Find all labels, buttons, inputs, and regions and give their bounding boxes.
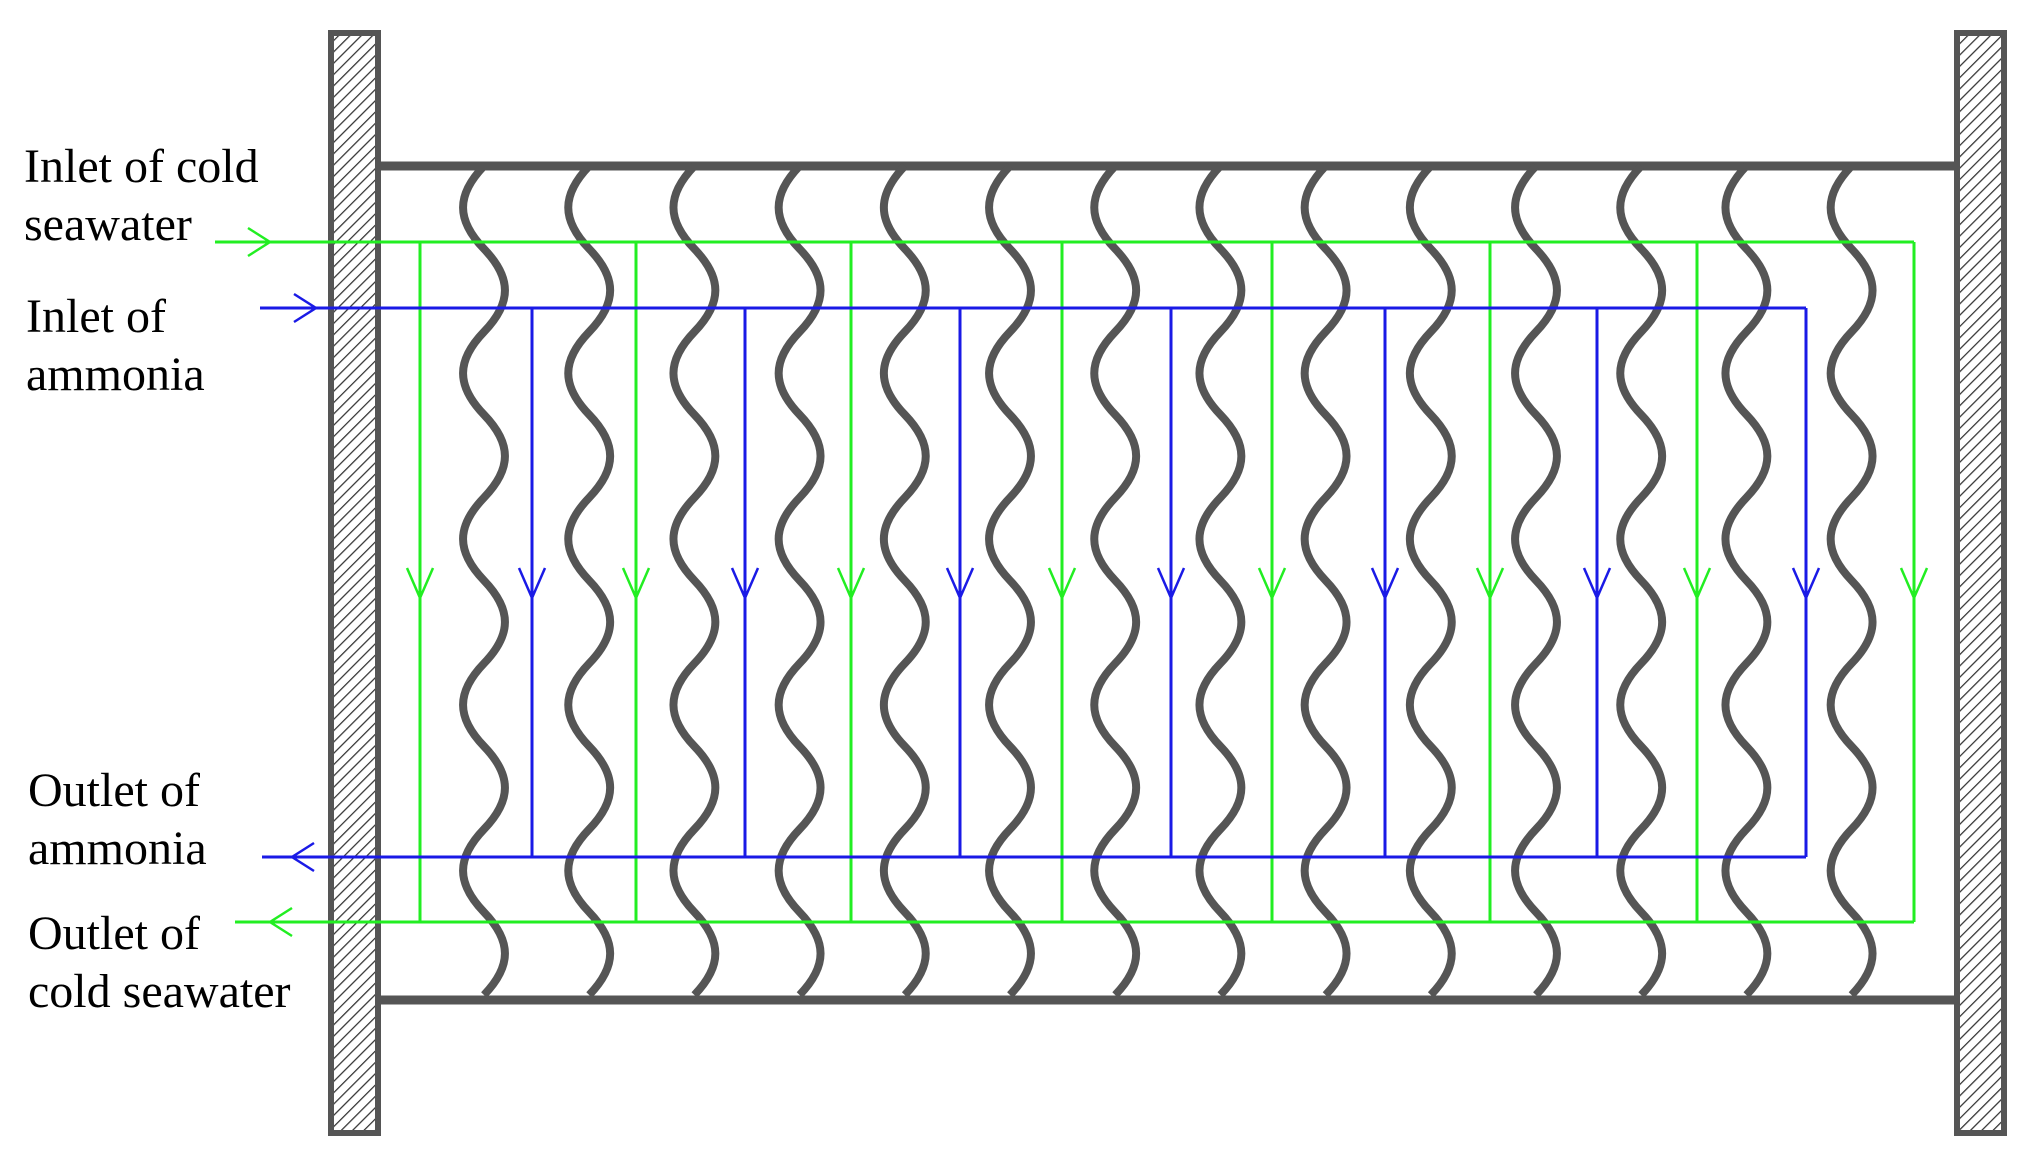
seawater-outlet-arrow: [267, 906, 293, 938]
inlet-seawater-label-line2: seawater: [24, 198, 192, 251]
ammonia-flow-arrow: [1791, 567, 1821, 602]
corrugated-plate: [459, 163, 509, 998]
outlet-seawater-label-line2: cold seawater: [28, 965, 291, 1018]
outlet-ammonia-label: Outlet of ammonia: [28, 762, 207, 878]
corrugated-plate: [774, 163, 825, 998]
ammonia-flow-arrow: [1156, 567, 1186, 602]
ammonia-flow-arrow: [1370, 567, 1400, 602]
seawater-inlet-arrow: [247, 226, 273, 258]
left-frame-plate: [328, 30, 381, 1136]
seawater-flow-arrow: [1257, 567, 1287, 602]
inlet-seawater-label: Inlet of cold seawater: [24, 138, 259, 254]
inlet-ammonia-label: Inlet of ammonia: [26, 288, 205, 404]
corrugated-plate: [1616, 163, 1666, 998]
ammonia-inlet-arrow: [293, 292, 319, 324]
ammonia-flow-arrow: [730, 567, 760, 602]
corrugated-plate: [1511, 163, 1561, 998]
ammonia-flow-paths: [260, 292, 1821, 873]
seawater-flow-arrow: [405, 567, 435, 602]
seawater-flow-arrow: [1682, 567, 1712, 602]
ammonia-flow-arrow: [517, 567, 547, 602]
corrugated-plate: [1406, 163, 1456, 998]
corrugated-plate: [1090, 163, 1140, 998]
outlet-ammonia-label-line1: Outlet of: [28, 764, 200, 817]
corrugated-plate: [880, 163, 930, 998]
corrugated-plate: [1300, 163, 1351, 998]
corrugated-plate: [985, 163, 1035, 998]
inlet-seawater-label-line1: Inlet of cold: [24, 140, 259, 193]
seawater-flow-arrow: [836, 567, 866, 602]
right-frame-plate: [1954, 30, 2007, 1136]
inlet-ammonia-label-line2: ammonia: [26, 348, 205, 401]
seawater-flow-arrow: [1899, 567, 1929, 602]
outlet-seawater-label-line1: Outlet of: [28, 907, 200, 960]
seawater-flow-arrow: [1047, 567, 1077, 602]
corrugated-plate: [1826, 163, 1877, 998]
seawater-flow-paths: [215, 226, 1929, 938]
seawater-flow-arrow: [621, 567, 651, 602]
seawater-flow-arrow: [1475, 567, 1505, 602]
corrugated-plates: [459, 163, 1877, 998]
outlet-ammonia-label-line2: ammonia: [28, 822, 207, 875]
inlet-ammonia-label-line1: Inlet of: [26, 290, 166, 343]
outlet-seawater-label: Outlet of cold seawater: [28, 905, 291, 1021]
ammonia-flow-arrow: [945, 567, 975, 602]
ammonia-outlet-arrow: [289, 841, 315, 873]
corrugated-plate: [1721, 163, 1772, 998]
corrugated-plate: [1195, 163, 1246, 998]
corrugated-plate: [669, 163, 720, 998]
corrugated-plate: [564, 163, 614, 998]
ammonia-flow-arrow: [1582, 567, 1612, 602]
